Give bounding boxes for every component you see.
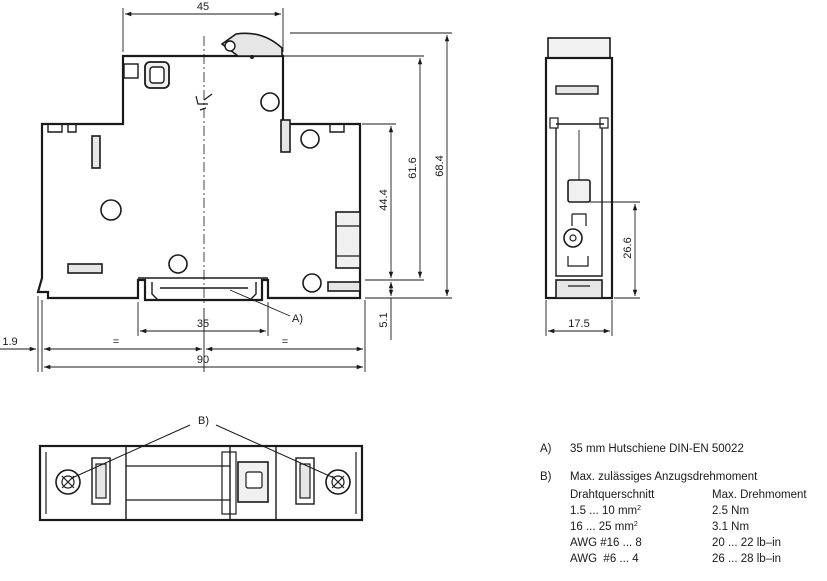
side-latch bbox=[335, 211, 361, 269]
row-size: 16 ... 25 mm bbox=[570, 521, 634, 533]
slot-left bbox=[91, 135, 101, 169]
dim-height-body: 44.4 bbox=[378, 189, 390, 210]
row-torque: 3.1 Nm bbox=[712, 521, 750, 533]
bottom-body bbox=[38, 444, 364, 522]
side-top-cap bbox=[547, 37, 611, 59]
dim-rail-offset: 5.1 bbox=[378, 312, 390, 327]
legend-item-a: A) 35 mm Hutschiene DIN-EN 50022 bbox=[540, 443, 825, 455]
front-hole-3 bbox=[168, 254, 188, 274]
side-view bbox=[544, 37, 614, 300]
row-torque: 2.5 Nm bbox=[712, 505, 750, 517]
side-dimensions bbox=[545, 201, 640, 336]
bottom-view bbox=[38, 424, 364, 522]
table-row: 1.5 ... 10 mm2 2.5 Nm bbox=[570, 503, 825, 519]
lever-dot bbox=[250, 55, 254, 59]
lever-pivot bbox=[224, 40, 236, 52]
slot-bottom-left bbox=[67, 263, 103, 274]
side-knob bbox=[567, 179, 591, 203]
front-hole-4 bbox=[300, 129, 320, 149]
front-hole-2 bbox=[100, 199, 122, 221]
lever bbox=[220, 32, 283, 57]
legend-key-b: B) bbox=[540, 471, 552, 483]
row-size-sup: 2 bbox=[637, 505, 642, 512]
callout-b: B) bbox=[198, 415, 209, 427]
row-torque: 20 ... 22 lb–in bbox=[712, 537, 782, 549]
dim-width-top: 45 bbox=[197, 1, 209, 13]
slot-right bbox=[280, 119, 291, 153]
dim-height-mid: 61.6 bbox=[407, 157, 419, 178]
legend-text-a: 35 mm Hutschiene DIN-EN 50022 bbox=[570, 443, 744, 455]
front-view bbox=[36, 32, 362, 305]
dim-height-total: 68.4 bbox=[434, 155, 446, 176]
front-hole-5 bbox=[302, 273, 322, 293]
dim-side-width: 17.5 bbox=[568, 318, 589, 330]
table-row: AWG #6 ... 4 26 ... 28 lb–in bbox=[570, 551, 825, 567]
dim-left-offset: 1.9 bbox=[2, 336, 17, 348]
dim-equal-left: = bbox=[113, 336, 119, 348]
row-size-sup: 2 bbox=[633, 521, 638, 528]
front-hole-1 bbox=[260, 92, 280, 112]
row-size: 1.5 ... 10 mm bbox=[570, 505, 638, 517]
terminal-right-window bbox=[295, 457, 315, 505]
switch-symbol bbox=[195, 93, 213, 111]
legend: A) 35 mm Hutschiene DIN-EN 50022 B) Max.… bbox=[540, 443, 825, 567]
row-torque: 26 ... 28 lb–in bbox=[712, 553, 782, 565]
table-row: 16 ... 25 mm2 3.1 Nm bbox=[570, 519, 825, 535]
dim-side-height: 26.6 bbox=[622, 237, 634, 258]
slot-bottom-right bbox=[327, 281, 361, 292]
dim-equal-right: = bbox=[282, 336, 288, 348]
legend-item-b: B) Max. zulässiges Anzugsdrehmoment bbox=[540, 471, 825, 483]
dim-rail-width: 35 bbox=[197, 318, 209, 330]
row-size: AWG #16 ... 8 bbox=[570, 537, 642, 549]
callout-a: A) bbox=[292, 313, 303, 325]
front-body-outline bbox=[36, 54, 362, 302]
col-header-size: Drahtquerschnitt bbox=[570, 489, 655, 501]
row-size: AWG #6 ... 4 bbox=[570, 553, 639, 565]
legend-text-b: Max. zulässiges Anzugsdrehmoment bbox=[570, 471, 758, 483]
table-row: AWG #16 ... 8 20 ... 22 lb–in bbox=[570, 535, 825, 551]
col-header-torque: Max. Drehmoment bbox=[712, 489, 807, 501]
rail-slot bbox=[138, 277, 268, 301]
front-dimensions bbox=[0, 8, 452, 372]
terminal-left-window bbox=[91, 457, 111, 505]
torque-table: Drahtquerschnitt Max. Drehmoment 1.5 ...… bbox=[570, 487, 825, 567]
torque-table-header: Drahtquerschnitt Max. Drehmoment bbox=[570, 487, 825, 503]
legend-key-a: A) bbox=[540, 443, 552, 455]
dim-width-total: 90 bbox=[197, 354, 209, 366]
